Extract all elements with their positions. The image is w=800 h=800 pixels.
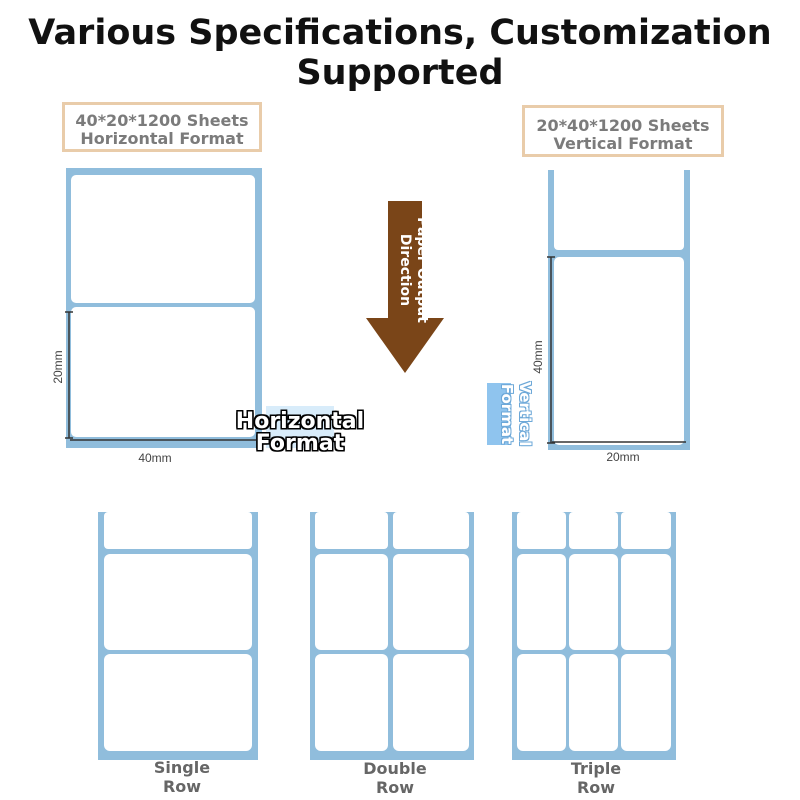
double-row-caption: Double Row [335,759,455,797]
horizontal-label [71,307,255,437]
horizontal-spec-size: 40*20*1200 Sheets [75,111,249,130]
double-row-caption-line1: Double [363,759,427,778]
page-title-line2: Supported [296,53,504,93]
page-title-line1: Various Specifications, Customization [28,13,772,53]
vertical-height-label: 40mm [531,340,545,374]
double-row-label [393,654,469,751]
triple-row-label [517,654,566,751]
double-row-label [315,554,388,650]
triple-row-caption-line1: Triple [570,759,622,778]
triple-row-label [621,512,671,549]
double-row-caption-line2: Row [375,778,415,797]
horizontal-height-label: 20mm [51,350,65,384]
double-row-label [393,512,469,549]
arrow-label-line2: Direction [397,233,413,307]
vertical-width-label: 20mm [606,450,640,464]
arrow-label-line1: Paper Output [414,217,430,323]
double-row-label [315,654,388,751]
triple-row-caption-line2: Row [576,778,616,797]
horizontal-tag-line1: Horizontal [235,409,365,434]
horizontal-width-label: 40mm [138,451,172,465]
vertical-spec-format: Vertical Format [553,134,693,153]
triple-row-label [517,512,566,549]
paper-output-label: Paper Output Direction [390,200,430,340]
horizontal-tag-bg [266,406,334,448]
vertical-tag-line1: Vertical [516,381,534,447]
triple-row-label [517,554,566,650]
horizontal-label-roll [65,168,262,448]
vertical-tag-line2: Format [498,383,516,445]
horizontal-spec-format: Horizontal Format [80,129,244,148]
single-row-caption: Single Row [122,758,242,796]
triple-row-label [621,654,671,751]
single-row-caption-line2: Row [162,777,202,796]
single-row-label [104,554,252,650]
arrow-down-icon [366,201,444,373]
triple-row-label [569,554,618,650]
horizontal-tag-line2: Format [255,431,345,456]
triple-row-caption: Triple Row [536,759,656,797]
vertical-tag-bg [487,383,511,445]
vertical-label [554,257,684,445]
single-row-label [104,654,252,751]
vertical-label [554,165,684,250]
single-row-roll [98,512,258,760]
paper-output-arrow [366,201,444,373]
triple-row-label [569,654,618,751]
vertical-spec-size: 20*40*1200 Sheets [536,116,710,135]
horizontal-label [71,175,255,303]
double-row-label [315,512,388,549]
vertical-label-roll [547,165,690,450]
vertical-format-tag: Vertical Format [490,374,534,454]
horizontal-format-tag: Horizontal Format [228,411,372,455]
single-row-label [104,512,252,549]
triple-row-roll [512,512,676,760]
vertical-spec-box: 20*40*1200 Sheets Vertical Format [522,105,724,157]
triple-row-label [569,512,618,549]
triple-row-label [621,554,671,650]
double-row-label [393,554,469,650]
single-row-caption-line1: Single [153,758,211,777]
horizontal-spec-box: 40*20*1200 Sheets Horizontal Format [62,102,262,152]
double-row-roll [310,512,474,760]
